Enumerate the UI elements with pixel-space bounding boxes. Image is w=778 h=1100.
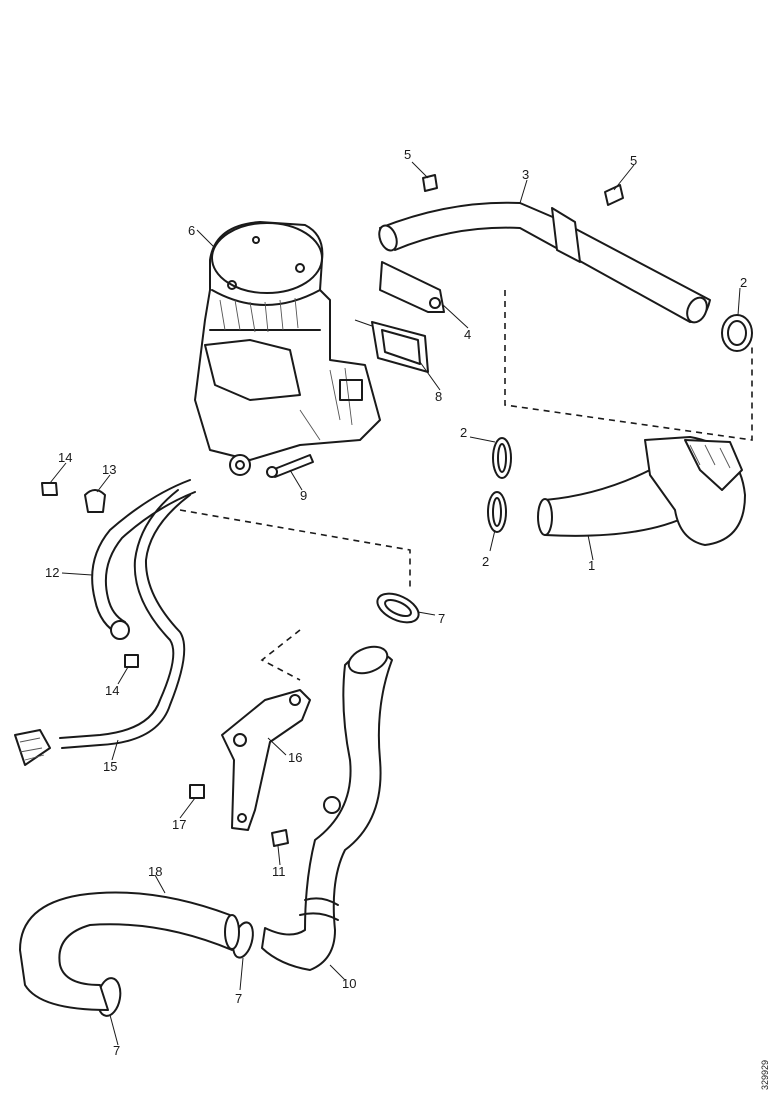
part-7-clamps <box>96 592 420 1017</box>
callout-14-bottom: 14 <box>105 683 119 698</box>
callout-1: 1 <box>588 558 595 573</box>
callout-14-top: 14 <box>58 450 72 465</box>
callout-13: 13 <box>102 462 116 477</box>
dashed-connection-lines <box>179 290 753 681</box>
part-13-clip <box>84 489 106 513</box>
callout-16: 16 <box>288 750 302 765</box>
callout-9: 9 <box>300 488 307 503</box>
part-17-bolt <box>189 784 205 799</box>
part-10-hose <box>261 645 393 971</box>
callout-7-bottom: 7 <box>113 1043 120 1058</box>
callout-10: 10 <box>342 976 356 991</box>
part-12-pipe <box>91 479 196 640</box>
callout-5-right: 5 <box>630 153 637 168</box>
part-5-bolts <box>422 174 624 206</box>
part-2-clamps <box>487 314 753 533</box>
callout-18: 18 <box>148 864 162 879</box>
leader-lines <box>49 161 741 1046</box>
callout-4: 4 <box>464 327 471 342</box>
callout-7-top: 7 <box>438 611 445 626</box>
callout-12: 12 <box>45 565 59 580</box>
part-3-upper-pipe <box>378 201 711 324</box>
part-9-bolt <box>266 454 314 478</box>
callout-7-middle: 7 <box>235 991 242 1006</box>
callout-labels: 1 2 2 2 3 4 5 5 6 7 7 7 8 9 10 11 12 13 … <box>45 147 747 1058</box>
callout-8: 8 <box>435 389 442 404</box>
part-11-bolt <box>271 829 289 847</box>
callout-2-top: 2 <box>740 275 747 290</box>
part-4-bracket <box>379 261 445 313</box>
callout-17: 17 <box>172 817 186 832</box>
part-18-hose <box>19 891 240 1011</box>
callout-3: 3 <box>522 167 529 182</box>
callout-2-middle: 2 <box>460 425 467 440</box>
callout-5-left: 5 <box>404 147 411 162</box>
part-6-housing <box>194 221 381 476</box>
part-1-hose <box>537 436 746 546</box>
callout-11: 11 <box>272 864 286 879</box>
part-14-bolts <box>41 482 139 668</box>
part-8-gasket <box>354 319 429 373</box>
callout-15: 15 <box>103 759 117 774</box>
callout-6: 6 <box>188 223 195 238</box>
part-15-pipe <box>14 489 191 766</box>
callout-2-bottom: 2 <box>482 554 489 569</box>
part-16-bracket <box>221 689 311 831</box>
reference-number: 329929 <box>760 1060 770 1090</box>
